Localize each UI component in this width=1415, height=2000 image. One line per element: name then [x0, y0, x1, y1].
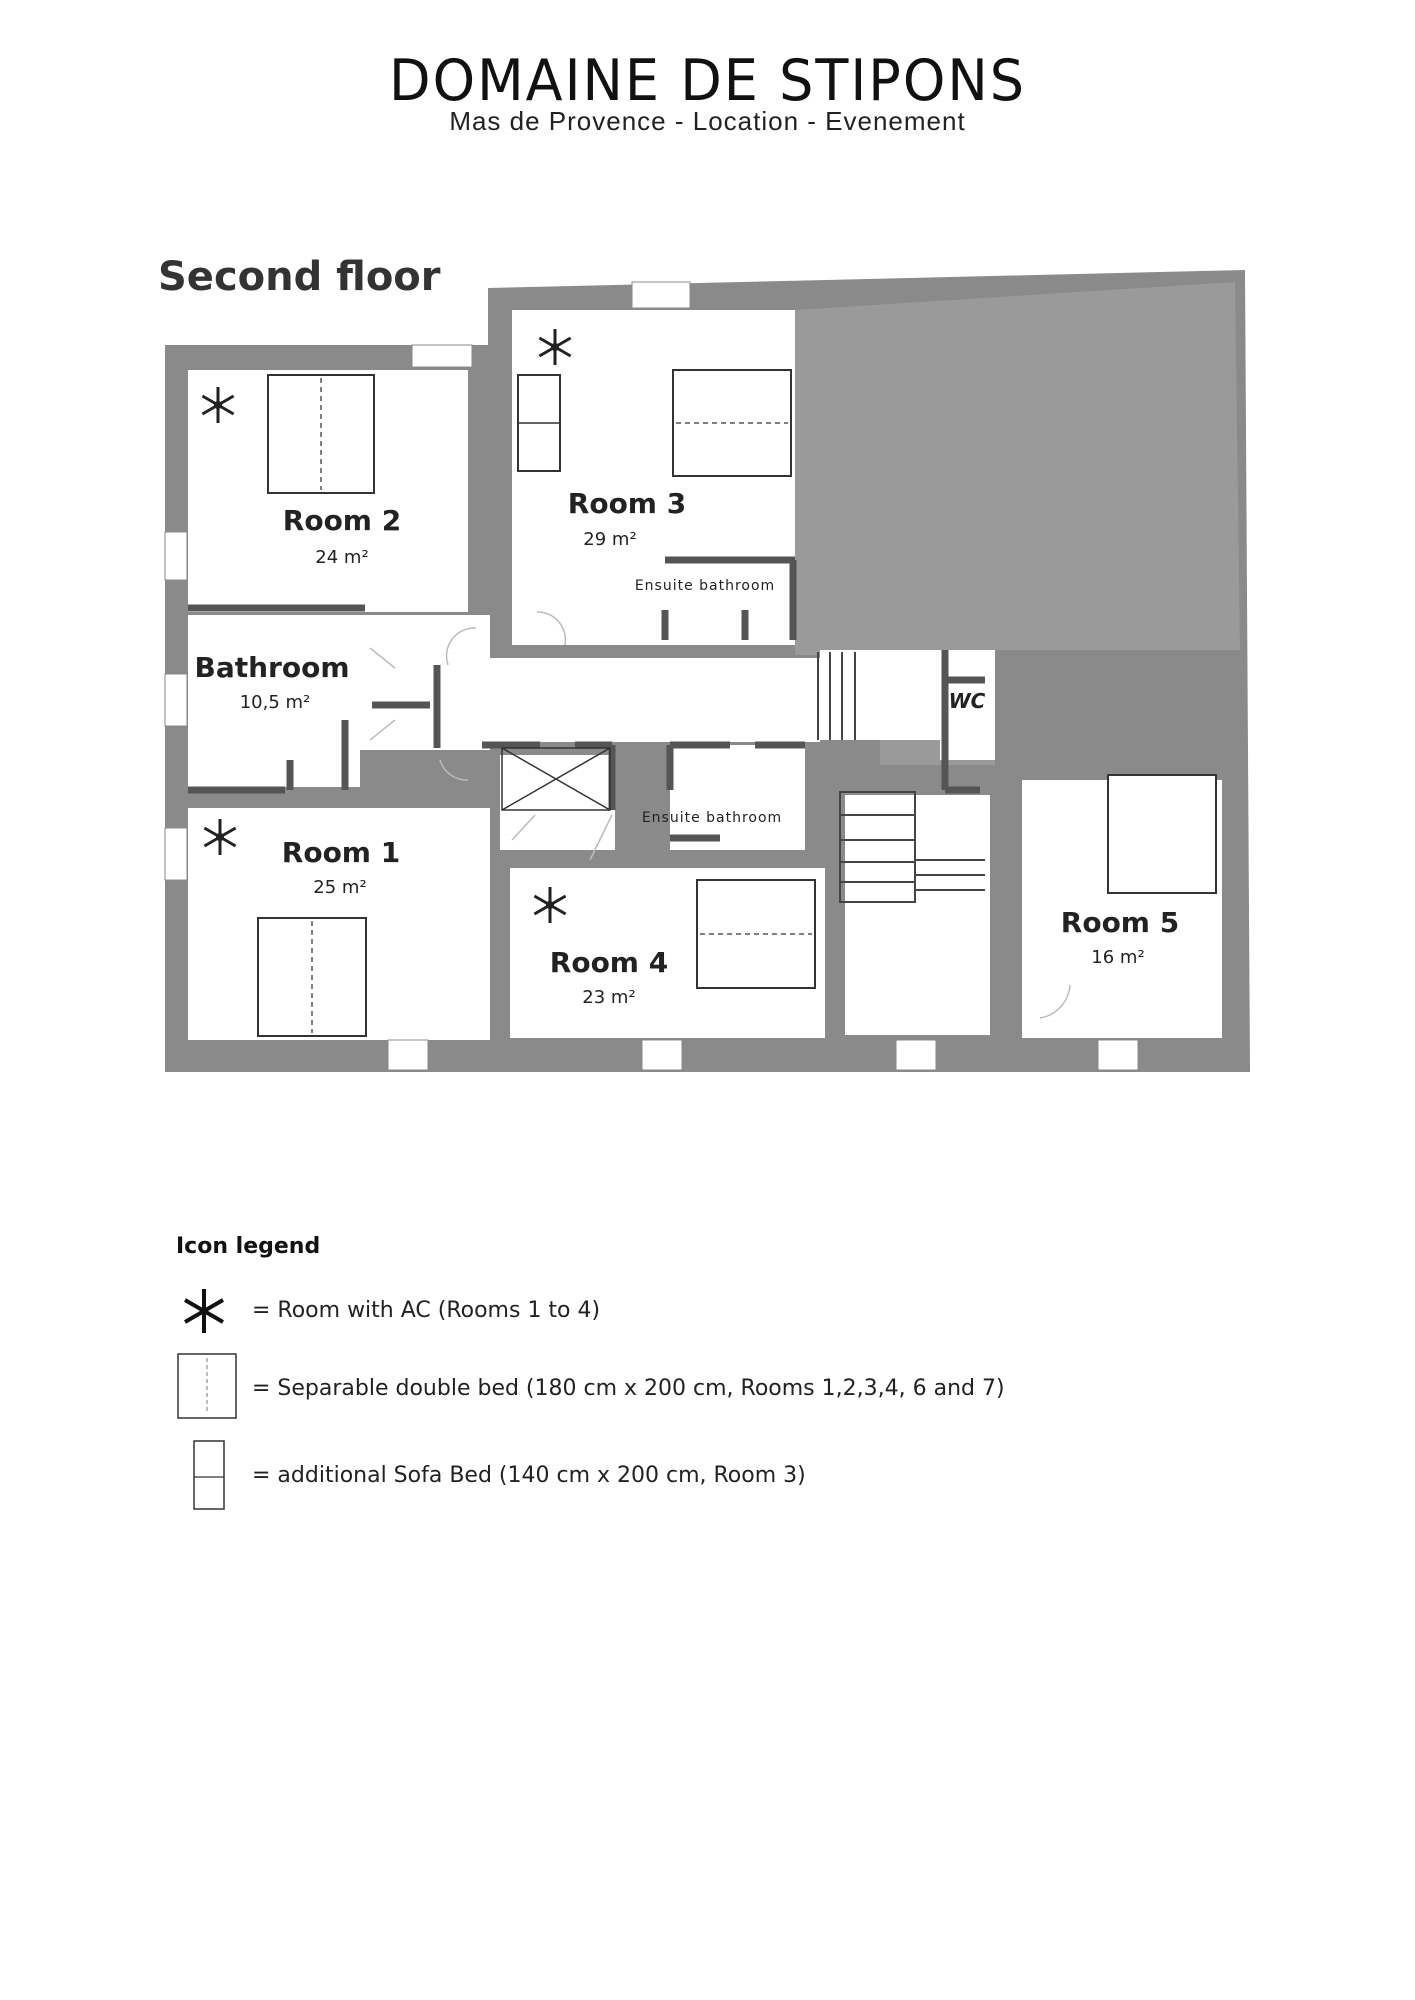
- legend-title: Icon legend: [176, 1234, 321, 1259]
- legend-ac-text: = Room with AC (Rooms 1 to 4): [252, 1298, 601, 1323]
- shaft: [501, 747, 611, 811]
- room-5-bed: [1107, 774, 1217, 894]
- room-1-area: 25 m²: [313, 877, 366, 898]
- staircase: [817, 652, 985, 903]
- legend-item-sofa-bed: = additional Sofa Bed (140 cm x 200 cm, …: [176, 1439, 1176, 1511]
- sofa-bed-icon: [193, 1440, 225, 1510]
- snowflake-icon: [183, 1289, 225, 1333]
- room-3-floor: [512, 310, 795, 645]
- logo: DOMAINE DE STIPONS: [388, 47, 1026, 114]
- floor-plan: Room 2 24 m² Room 3 29 m² Bathroom 10,5 …: [164, 270, 1250, 1072]
- ensuite-bathroom-label: Ensuite bathroom: [642, 810, 782, 826]
- bathroom-area: 10,5 m²: [240, 692, 311, 713]
- ensuite-2-floor: [670, 745, 805, 850]
- ensuite-bathroom-label: Ensuite bathroom: [635, 578, 775, 594]
- bathroom-floor: [188, 615, 360, 787]
- icon-legend: Icon legend = Room with AC (Rooms 1 to 4…: [176, 1234, 1005, 1510]
- room-5-area: 16 m²: [1091, 947, 1144, 968]
- bathroom-name: Bathroom: [194, 651, 349, 684]
- room-floors: [188, 310, 1222, 1040]
- shaded-area: [795, 282, 1240, 765]
- room-5-name: Room 5: [1061, 906, 1179, 939]
- header: DOMAINE DE STIPONS Mas de Provence - Loc…: [0, 47, 1415, 137]
- legend-bed-text: = Separable double bed (180 cm x 200 cm,…: [252, 1376, 1005, 1401]
- bed-separators: [311, 378, 812, 1033]
- room-labels: Room 2 24 m² Room 3 29 m² Bathroom 10,5 …: [194, 487, 1179, 1008]
- plan-title: Second floor: [158, 254, 441, 300]
- beds: [257, 369, 1217, 1037]
- double-bed-icon: [177, 1353, 237, 1419]
- legend-item-double-bed: = Separable double bed (180 cm x 200 cm,…: [176, 1352, 1276, 1422]
- room-4-area: 23 m²: [582, 987, 635, 1008]
- hallway-west-floor: [360, 615, 490, 750]
- staircase-floor: [845, 795, 990, 1035]
- room-2-area: 24 m²: [315, 547, 368, 568]
- room-2-name: Room 2: [283, 504, 401, 537]
- inner-walls: [188, 556, 985, 842]
- wc-label: WC: [949, 689, 986, 713]
- room-3-area: 29 m²: [583, 529, 636, 550]
- room-4-name: Room 4: [550, 946, 668, 979]
- windows: [164, 281, 1139, 1071]
- wc-floor: [940, 650, 995, 760]
- legend-sofa-text: = additional Sofa Bed (140 cm x 200 cm, …: [252, 1463, 806, 1488]
- room-1-name: Room 1: [282, 836, 400, 869]
- room-3-name: Room 3: [568, 487, 686, 520]
- room-3-bed: [672, 369, 792, 477]
- door-swings: [369, 611, 1071, 1019]
- tagline: Mas de Provence - Location - Evenement: [449, 106, 966, 136]
- legend-item-ac: = Room with AC (Rooms 1 to 4): [176, 1286, 1176, 1336]
- hallway-floor: [480, 658, 820, 742]
